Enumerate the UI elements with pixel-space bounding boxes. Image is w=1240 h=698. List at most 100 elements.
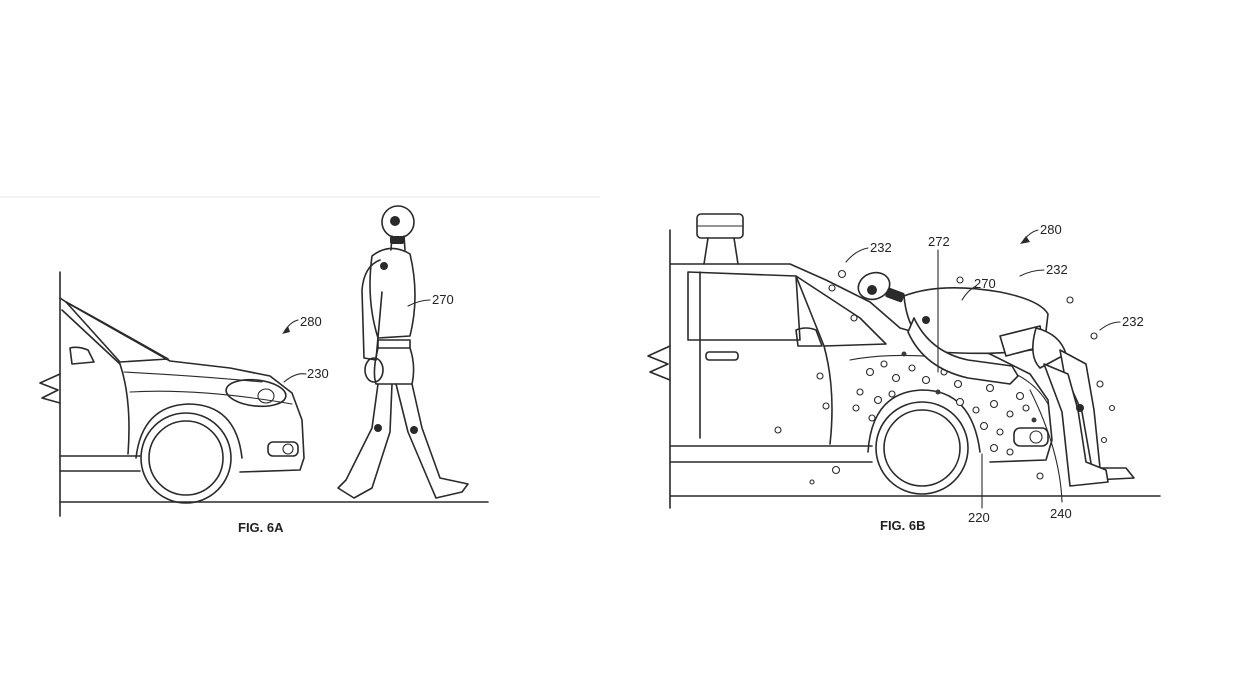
flying-particle xyxy=(850,314,858,322)
fig6b-flying-particles xyxy=(828,269,1116,444)
fig6b-caption: FIG. 6B xyxy=(880,518,926,533)
fig6b-mirror xyxy=(795,327,823,347)
adhesive-speck xyxy=(921,375,931,385)
fig6a-shoulder-marker xyxy=(380,262,388,270)
fig6b-label-240: 240 xyxy=(1050,506,1072,521)
fig6b-windshield xyxy=(795,275,887,347)
adhesive-speck xyxy=(908,364,916,372)
adhesive-speck xyxy=(831,465,841,475)
flying-particle xyxy=(956,276,964,284)
fig6a-headlight-inner xyxy=(257,388,275,404)
fig6b-wheel-arch xyxy=(867,389,981,453)
fig6b-front-leg xyxy=(1043,363,1109,487)
adhesive-speck xyxy=(979,421,989,431)
fig6b-fog-light-inner xyxy=(1029,430,1043,444)
adhesive-speck xyxy=(856,388,864,396)
fig6a-vehicle xyxy=(59,297,305,504)
fig6b-leader-232-top-right xyxy=(1019,269,1045,277)
flying-particle xyxy=(1096,380,1104,388)
fig6b-roof-sensor xyxy=(696,213,744,265)
adhesive-speck xyxy=(822,402,830,410)
flying-particle xyxy=(828,284,836,292)
flying-particle xyxy=(1090,332,1098,340)
fig6b-fog-light xyxy=(1013,427,1049,447)
fig6a-windshield xyxy=(65,301,169,363)
fig6a-door-line xyxy=(119,363,130,455)
flying-particle xyxy=(1108,404,1116,412)
fig6a-belt xyxy=(377,339,411,349)
fig6b-leader-280-arrow xyxy=(1020,236,1030,244)
adhesive-speck xyxy=(1022,404,1030,412)
adhesive-speck xyxy=(1036,472,1044,480)
fig6a-rim xyxy=(148,420,224,496)
fig6b-arm xyxy=(907,317,1019,385)
fig6a-hips xyxy=(373,347,415,385)
fig6b-door-line xyxy=(823,345,833,445)
adhesive-speck xyxy=(1006,410,1014,418)
adhesive-speck xyxy=(852,404,860,412)
fig6b-door-handle xyxy=(705,351,739,361)
fig6b-hips xyxy=(1032,327,1067,369)
fig6b-neck-marker xyxy=(885,287,905,303)
flying-particle xyxy=(1100,436,1108,444)
fig6a-torso xyxy=(369,247,416,339)
adhesive-speck xyxy=(989,443,999,453)
adhesive-speck xyxy=(891,373,901,383)
fig6a-leader-280-arrow xyxy=(282,326,290,334)
fig6a-neck-marker xyxy=(390,236,404,244)
flying-particle xyxy=(1066,296,1074,304)
fig6b-pedestrian xyxy=(857,271,1135,487)
fig6a-hand xyxy=(364,357,384,383)
adhesive-speck xyxy=(865,367,875,377)
fig6b-leader-270 xyxy=(961,285,977,301)
adhesive-speck xyxy=(868,414,876,422)
fig6b-leader-232-right xyxy=(1099,321,1121,331)
fig6a-label-270: 270 xyxy=(432,292,454,307)
adhesive-speck xyxy=(989,399,999,409)
adhesive-speck xyxy=(774,426,782,434)
fig6a-head-marker xyxy=(390,216,400,226)
figure-6b: 232 272 280 232 270 232 220 240 FIG. 6B xyxy=(647,213,1161,533)
fig6b-label-272: 272 xyxy=(928,234,950,249)
adhesive-speck xyxy=(873,395,883,405)
fig6a-headlight xyxy=(225,378,287,408)
fig6a-leader-230 xyxy=(283,373,307,383)
fig6a-fender-line xyxy=(129,390,293,405)
fig6a-caption: FIG. 6A xyxy=(238,520,284,535)
fig6b-leader-240 xyxy=(1029,389,1063,503)
fig6b-label-232-top-right: 232 xyxy=(1046,262,1068,277)
adhesive-speck xyxy=(888,390,896,398)
adhesive-speck xyxy=(935,389,941,395)
fig6b-label-232-left: 232 xyxy=(870,240,892,255)
fig6b-windows xyxy=(687,271,801,341)
adhesive-speck xyxy=(996,428,1004,436)
adhesive-speck xyxy=(972,406,980,414)
flying-particle xyxy=(837,269,847,279)
adhesive-speck xyxy=(880,360,888,368)
fig6a-fog-light-inner xyxy=(282,443,294,455)
fig6b-adhesive-specks xyxy=(774,351,1044,485)
fig6a-break-mark xyxy=(39,373,61,404)
fig6a-front-knee-marker xyxy=(410,426,418,434)
fig6a-a-pillar xyxy=(61,309,121,365)
fig6b-knee-marker xyxy=(1076,404,1084,412)
fig6b-label-232-right: 232 xyxy=(1122,314,1144,329)
fig6b-vehicle xyxy=(669,263,1053,495)
adhesive-speck xyxy=(985,383,995,393)
adhesive-speck xyxy=(809,479,815,485)
fig6b-label-280: 280 xyxy=(1040,222,1062,237)
fig6b-label-270: 270 xyxy=(974,276,996,291)
fig6a-back-knee-marker xyxy=(374,424,382,432)
fig6a-tire xyxy=(140,412,232,504)
fig6b-tire xyxy=(875,401,969,495)
adhesive-speck xyxy=(1015,391,1025,401)
adhesive-speck xyxy=(1031,417,1037,423)
adhesive-speck xyxy=(953,379,963,389)
fig6a-label-280: 280 xyxy=(300,314,322,329)
fig6b-rim xyxy=(883,409,961,487)
fig6a-hood-crease xyxy=(123,371,263,383)
fig6b-break-mark xyxy=(647,345,671,381)
fig6a-pedestrian xyxy=(337,205,469,499)
fig6a-label-230: 230 xyxy=(307,366,329,381)
